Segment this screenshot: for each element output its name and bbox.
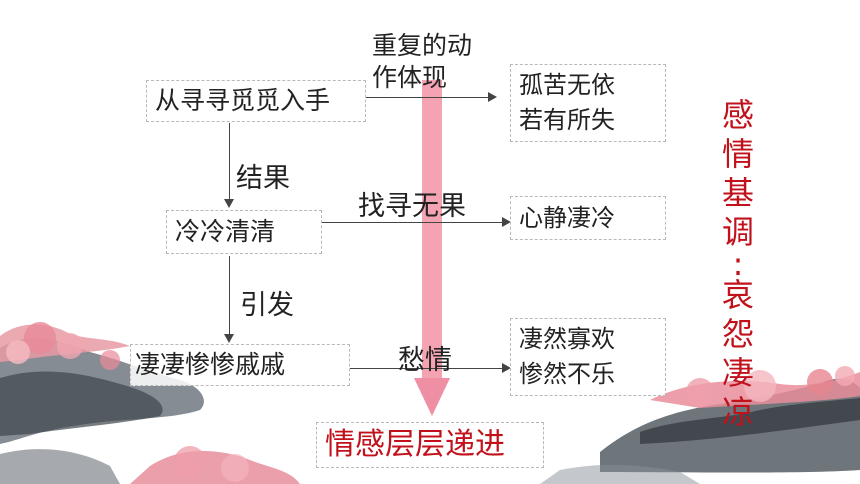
tone-char: 怨: [721, 315, 754, 353]
link-label-trigger: 引发: [240, 290, 294, 321]
progression-label: 情感层层递进: [316, 422, 544, 468]
connector-result: [229, 123, 230, 201]
step-box-grief: 凄凄惨惨戚戚: [130, 344, 350, 386]
feeling-line: 若有所失: [519, 106, 615, 134]
link-label-repeat-line2: 作体现: [372, 63, 448, 92]
feeling-line: 惨然不乐: [519, 360, 615, 388]
progression-arrow: [414, 80, 450, 416]
connector-trigger: [229, 256, 230, 336]
link-label-repeat-line1: 重复的动: [372, 31, 473, 60]
step-label: 从寻寻觅觅入手: [155, 86, 331, 115]
link-label-result: 结果: [236, 163, 290, 194]
tone-char: 感: [721, 96, 754, 134]
tone-char: 凄: [721, 354, 754, 392]
arrowhead-repeat: [488, 92, 497, 102]
feeling-box-unhappy: 凄然寡欢 惨然不乐: [510, 318, 666, 396]
emotional-tone-title: 感 情 基 调 : 哀 怨 凄 凉: [718, 96, 758, 432]
step-label: 冷冷清清: [175, 217, 276, 246]
step-label: 凄凄惨惨戚戚: [135, 350, 286, 379]
connector-sorrow: [350, 368, 504, 369]
link-label-sorrow: 愁情: [398, 345, 452, 376]
arrowhead-sorrow: [502, 363, 511, 373]
feeling-line: 凄然寡欢: [519, 325, 615, 353]
feeling-box-lonely: 孤苦无依 若有所失: [510, 64, 666, 142]
connector-repeat: [366, 97, 490, 98]
tone-char: 哀: [721, 276, 754, 314]
arrowhead-result: [224, 199, 234, 208]
feeling-line: 心静凄冷: [519, 204, 615, 232]
arrowhead-trigger: [224, 334, 234, 343]
arrowhead-search: [502, 217, 511, 227]
connector-search: [322, 222, 504, 223]
tone-char: 凉: [721, 393, 754, 431]
tone-char: 基: [721, 174, 754, 212]
link-label-repeat: 重复的动 作体现: [372, 30, 472, 94]
tone-char: 情: [721, 135, 754, 173]
tone-char: 调: [721, 213, 754, 251]
feeling-line: 孤苦无依: [519, 71, 615, 99]
tone-char: :: [732, 245, 744, 283]
step-box-seek: 从寻寻觅觅入手: [146, 80, 366, 122]
link-label-search: 找寻无果: [358, 191, 466, 222]
step-box-cold: 冷冷清清: [166, 210, 322, 254]
feeling-box-cold: 心静凄冷: [510, 196, 666, 240]
